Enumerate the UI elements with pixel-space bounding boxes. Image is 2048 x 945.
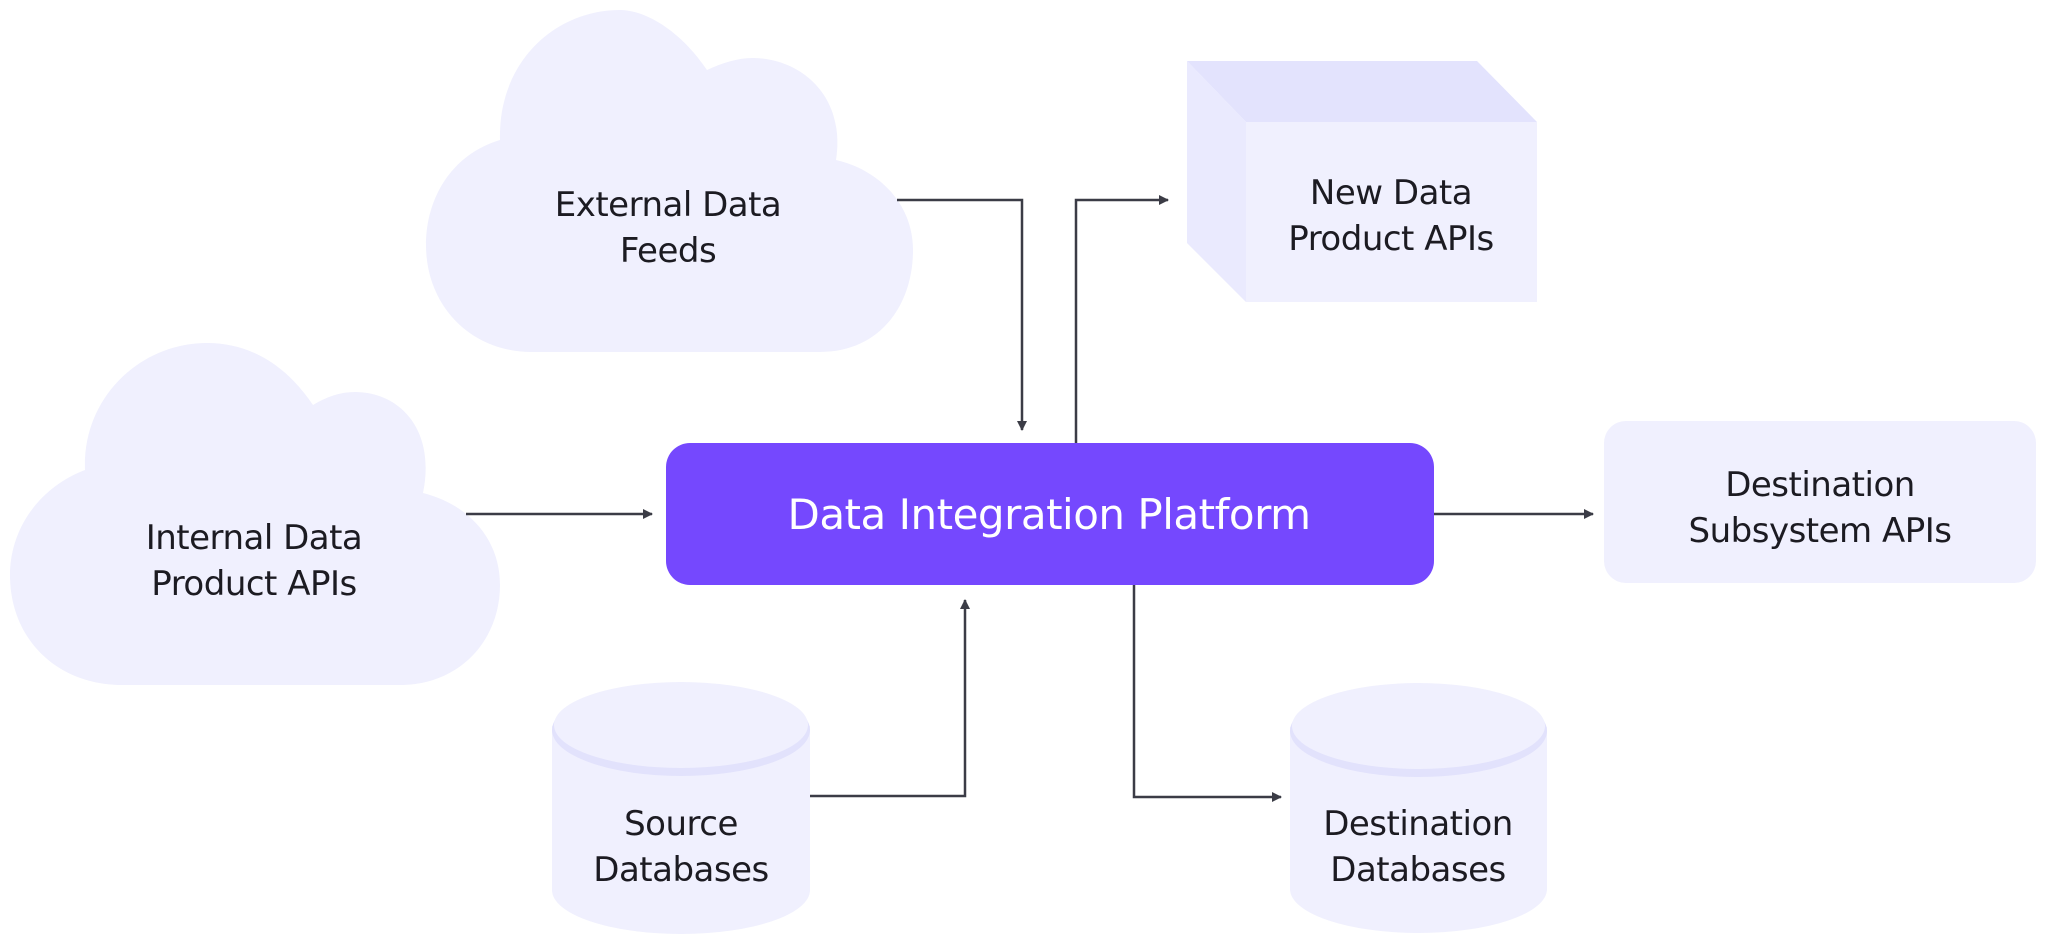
- edge-platform-to-destination-db: [1132, 585, 1282, 802]
- destination-databases-label: Destination Databases: [1323, 801, 1513, 893]
- external-data-feeds-label: External Data Feeds: [555, 182, 782, 274]
- label-line: Destination: [1323, 804, 1513, 844]
- central-box: [666, 443, 1434, 585]
- internal-data-product-apis-node[interactable]: [10, 343, 500, 685]
- label-line: Product APIs: [151, 564, 357, 604]
- external-data-feeds-node[interactable]: [426, 10, 913, 352]
- label-line: Product APIs: [1288, 219, 1494, 259]
- label-line: Databases: [1330, 850, 1506, 890]
- new-data-product-apis-node[interactable]: [1187, 61, 1537, 302]
- cylinder-top: [554, 682, 808, 768]
- label-line: Databases: [593, 850, 769, 890]
- data-integration-platform-node[interactable]: [666, 443, 1434, 585]
- label-line: Destination: [1725, 465, 1915, 505]
- label-line: Source: [624, 804, 738, 844]
- label-line: Subsystem APIs: [1688, 511, 1952, 551]
- cloud-shape: [10, 343, 500, 685]
- box-top-face: [1187, 61, 1537, 122]
- label-line: Internal Data: [145, 518, 363, 558]
- cylinder-body: [552, 726, 810, 934]
- data-integration-platform-label: Data Integration Platform: [787, 490, 1311, 540]
- cylinder-top: [1292, 683, 1545, 769]
- cloud-shape: [426, 10, 913, 352]
- label-line: Feeds: [619, 231, 717, 271]
- cylinder-body: [1290, 727, 1547, 933]
- edges: [466, 195, 1594, 802]
- internal-data-product-apis-label: Internal Data Product APIs: [146, 515, 363, 607]
- edge-source-db-to-platform: [810, 599, 970, 798]
- rounded-box: [1604, 421, 2036, 583]
- box-side-face: [1187, 61, 1246, 302]
- label-line: External Data: [554, 185, 782, 225]
- destination-databases-node[interactable]: [1290, 683, 1547, 933]
- edge-external-feeds-to-platform: [897, 198, 1027, 431]
- edge-platform-to-new-apis: [1074, 195, 1169, 443]
- source-databases-label: Source Databases: [593, 801, 769, 893]
- source-databases-node[interactable]: [552, 682, 810, 934]
- destination-subsystem-apis-label: Destination Subsystem APIs: [1689, 462, 1952, 554]
- label-line: Data Integration Platform: [787, 490, 1311, 539]
- destination-subsystem-apis-node[interactable]: [1604, 421, 2036, 583]
- label-line: New Data: [1309, 173, 1473, 213]
- new-data-product-apis-label: New Data Product APIs: [1288, 170, 1494, 262]
- box-front-face: [1246, 122, 1537, 302]
